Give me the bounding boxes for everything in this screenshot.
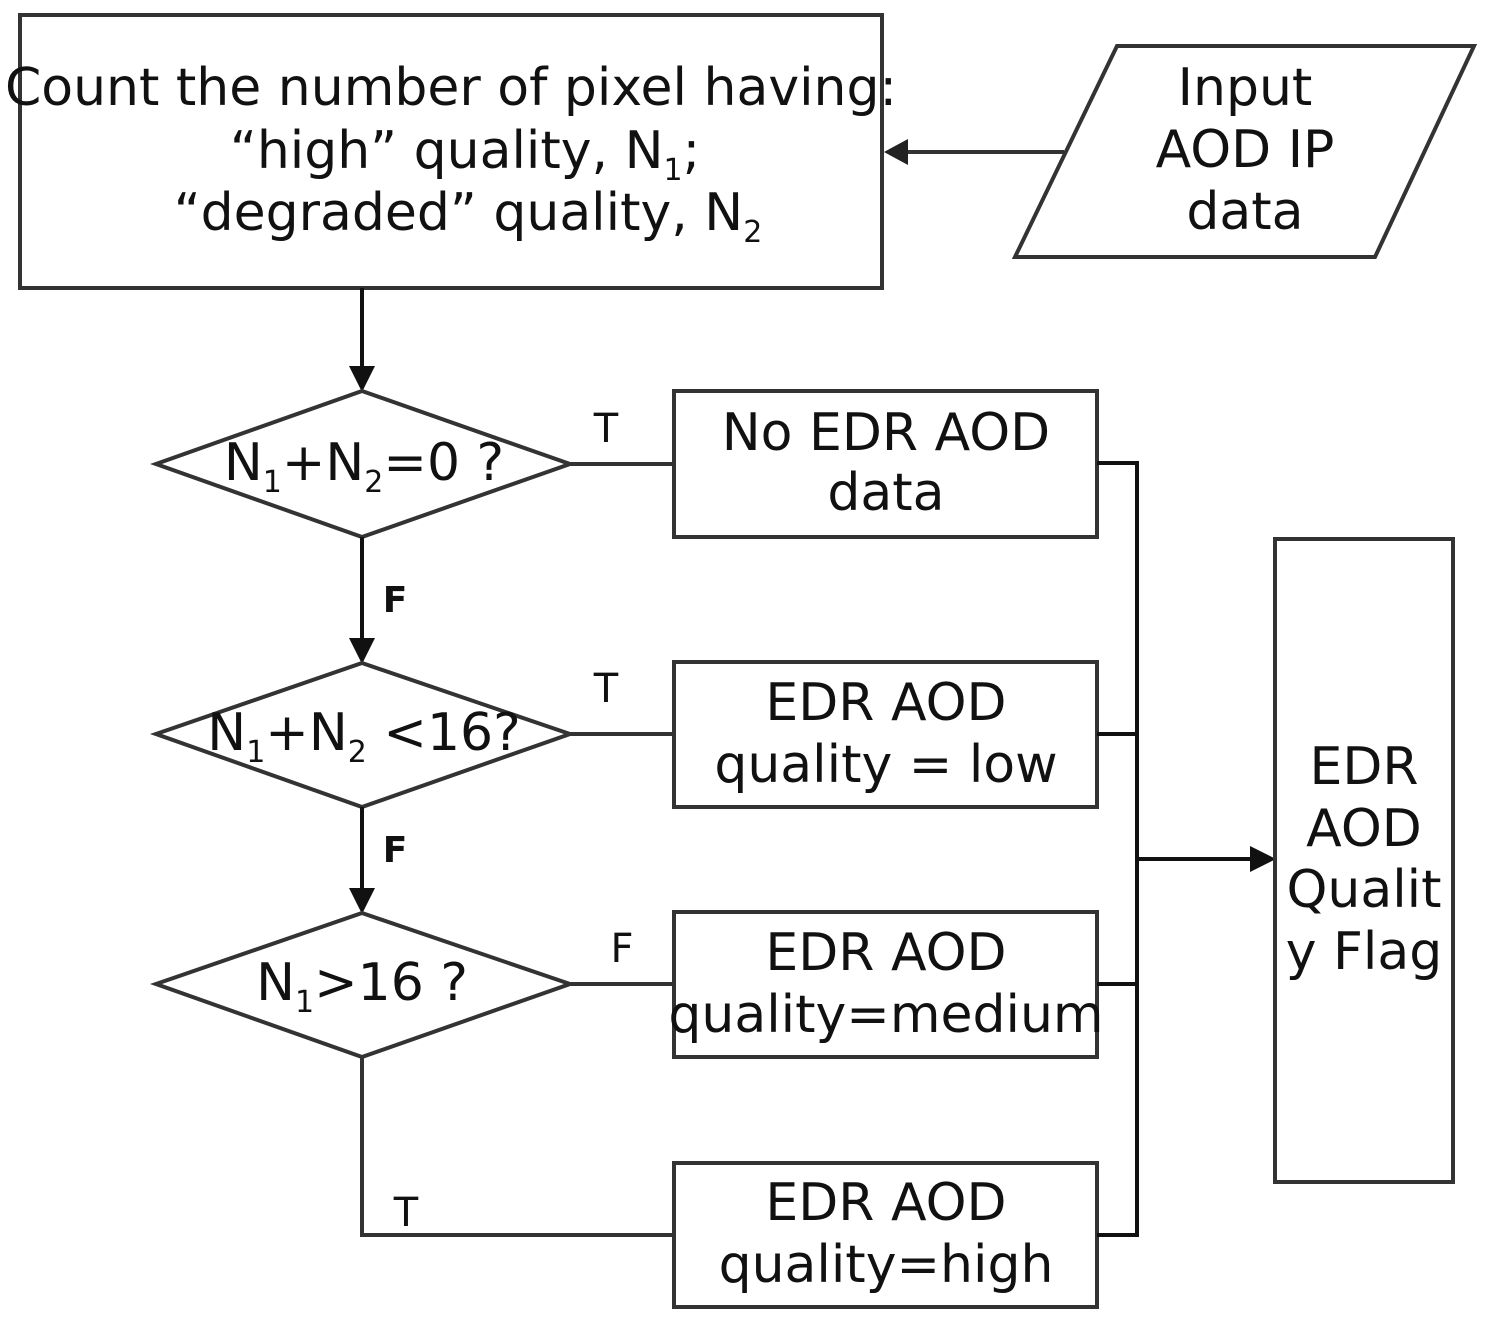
no-edr-aod-data-box: No EDR AOD data (672, 389, 1099, 539)
edge-decision2-false: F (349, 807, 407, 914)
input-aod-ip-data: Input AOD IP data (1011, 44, 1478, 259)
edge-label-d2-false: F (383, 830, 408, 871)
decision-n1-greater-than-16: N1>16 ? (149, 910, 577, 1060)
edge-decision1-true: T (570, 406, 674, 466)
edge-decision1-false: F (349, 537, 407, 664)
edge-input-to-count (884, 139, 1064, 165)
decision-n1-plus-n2-equals-zero: N1+N2=0 ? (150, 388, 577, 540)
edge-decision2-true: T (570, 666, 674, 736)
quality-low-box: EDR AOD quality = low (672, 660, 1099, 809)
no-data-line1: No EDR AOD (722, 403, 1050, 463)
high-line2: quality=high (719, 1235, 1054, 1295)
edge-label-d1-true: T (593, 406, 619, 452)
edge-label-d3-true: T (393, 1190, 419, 1236)
low-line2: quality = low (714, 735, 1057, 795)
flag-line2: AOD (1306, 799, 1422, 859)
edge-count-to-decision1 (349, 288, 375, 392)
count-box-line3: “degraded” quality, N2 (174, 183, 763, 250)
medium-line2: quality=medium (668, 985, 1103, 1045)
edr-aod-quality-flag-box: EDR AOD Qualit y Flag (1273, 537, 1455, 1184)
decision-n1-plus-n2-less-than-16: N1+N2 <16? (149, 660, 577, 810)
flag-line3: Qualit (1286, 860, 1441, 920)
medium-line1: EDR AOD (765, 923, 1006, 983)
edge-label-d3-false: F (610, 926, 633, 972)
count-box-line2: “high” quality, N1; (230, 121, 700, 188)
edge-decision3-true: T (360, 1057, 674, 1237)
edge-bus-to-quality-flag (1137, 846, 1276, 872)
input-line1: Input (1178, 58, 1313, 118)
collector-bus (1097, 461, 1139, 1237)
quality-medium-box: EDR AOD quality=medium (668, 910, 1104, 1059)
input-line3: data (1186, 182, 1303, 242)
flag-line4: y Flag (1286, 922, 1443, 982)
flag-line1: EDR (1309, 737, 1418, 797)
low-line1: EDR AOD (765, 673, 1006, 733)
count-pixels-box: Count the number of pixel having: “high”… (5, 13, 897, 290)
decision1-text: N1+N2=0 ? (224, 433, 504, 500)
edge-decision3-false: F (570, 926, 674, 986)
edge-label-d2-true: T (593, 666, 619, 712)
count-box-line1: Count the number of pixel having: (5, 58, 897, 118)
quality-high-box: EDR AOD quality=high (672, 1161, 1099, 1309)
input-line2: AOD IP (1156, 120, 1335, 180)
edge-label-d1-false: F (383, 580, 408, 621)
high-line1: EDR AOD (765, 1173, 1006, 1233)
decision2-text: N1+N2 <16? (207, 703, 520, 770)
no-data-line2: data (827, 463, 944, 523)
decision3-text: N1>16 ? (256, 953, 468, 1020)
